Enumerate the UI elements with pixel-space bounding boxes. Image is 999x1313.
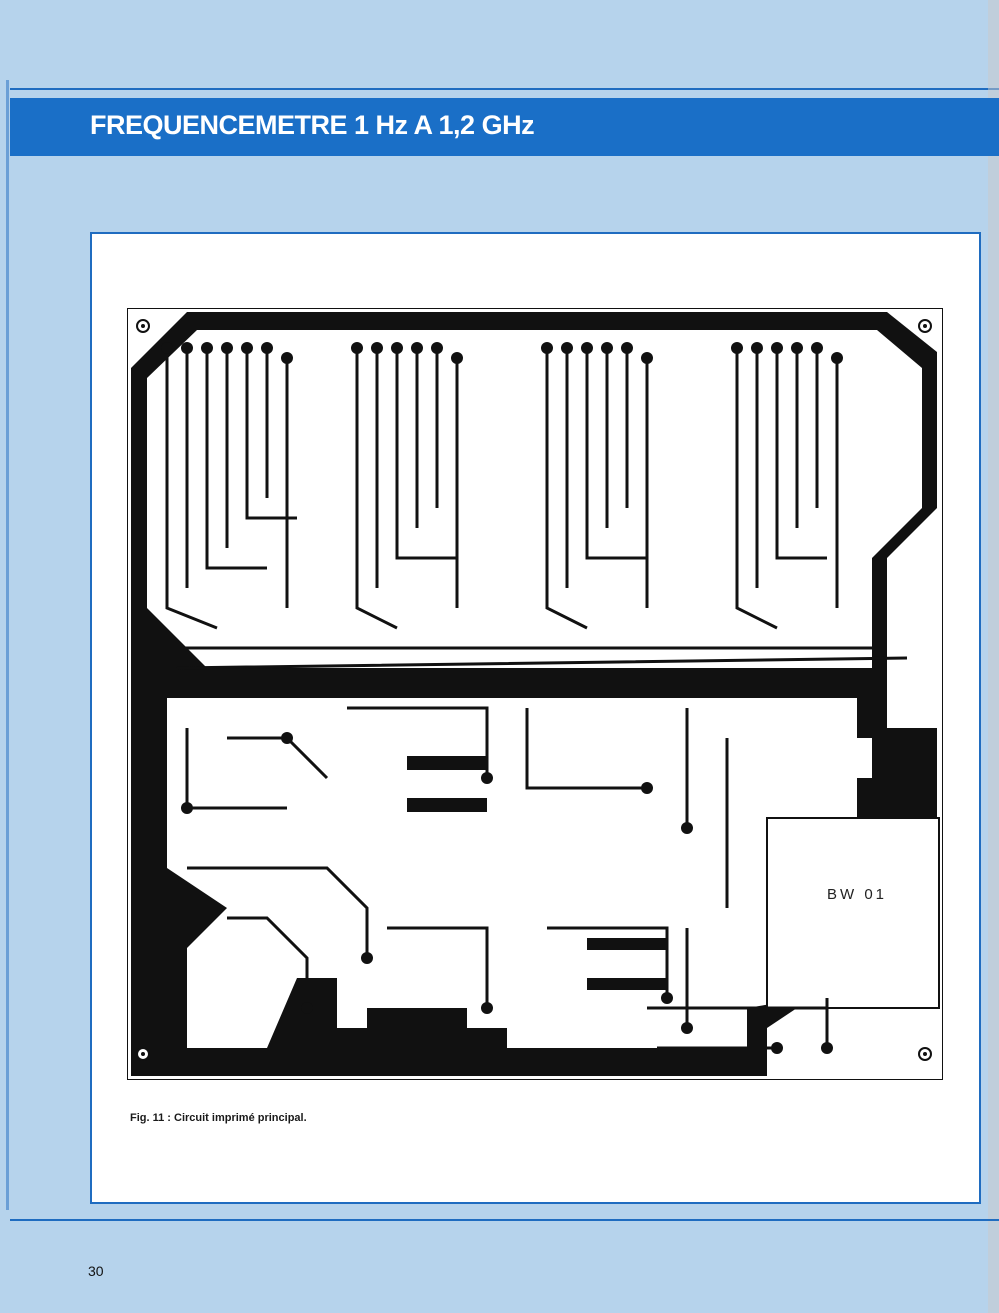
figure-caption: Fig. 11 : Circuit imprimé principal. — [130, 1112, 307, 1124]
bottom-rule — [10, 1219, 999, 1221]
page-title: FREQUENCEMETRE 1 Hz A 1,2 GHz — [90, 110, 535, 140]
board-id-label: BW 01 — [827, 886, 888, 903]
page-number: 30 — [88, 1263, 104, 1279]
top-rule — [10, 88, 999, 90]
pcb-layout — [127, 308, 943, 1080]
title-bar: FREQUENCEMETRE 1 Hz A 1,2 GHz — [10, 98, 999, 156]
page-gutter — [988, 0, 999, 1313]
left-edge-rule — [6, 80, 9, 1210]
